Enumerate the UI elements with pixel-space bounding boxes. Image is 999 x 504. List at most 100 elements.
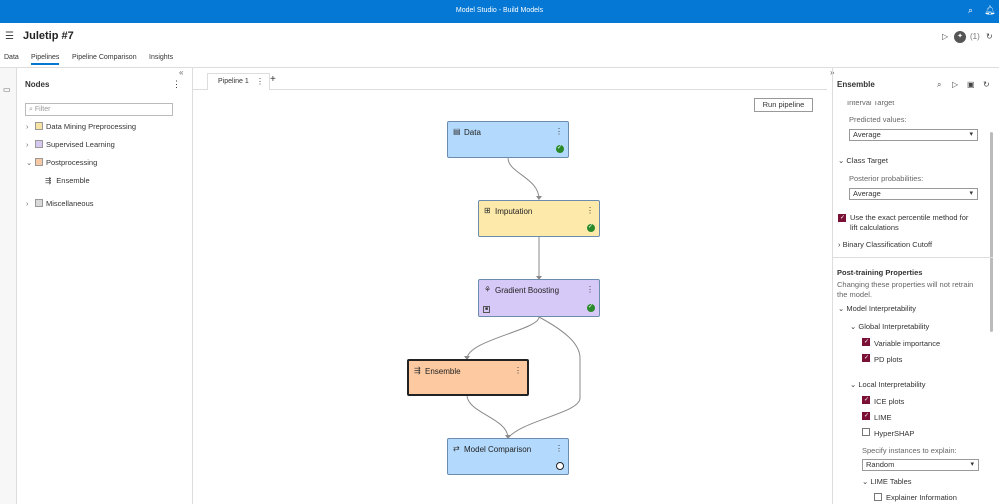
main-tabs: Data Pipelines Pipeline Comparison Insig… [0,51,999,68]
tab-menu-icon[interactable]: ⋮ [256,77,264,86]
category-swatch [35,199,43,207]
predicted-values-select[interactable]: Average [849,129,978,141]
pipeline-canvas[interactable]: Pipeline 1 ⋮ + Run pipeline ▤ Data ⋮ ⊞ I… [193,68,827,504]
app-title: Model Studio - Build Models [455,7,544,14]
post-training-note-1: Changing these properties will not retra… [837,280,974,289]
filter-input[interactable]: ⌕ Filter [25,103,173,116]
local-interp-toggle[interactable]: ⌄ Local Interpretability [850,380,926,389]
chevron-down-icon: ⌄ [838,156,845,165]
pipeline-node-data[interactable]: ▤ Data ⋮ [447,121,569,158]
node-label: Data [464,128,481,137]
explainer-info-label: Explainer Information [886,493,957,502]
node-category-supervised[interactable]: › Supervised Learning [26,140,115,149]
node-menu-icon[interactable]: ⋮ [586,285,594,294]
refresh-icon[interactable]: ↻ [986,32,993,41]
lime-tables-label: LIME Tables [870,477,912,486]
nodes-menu-icon[interactable]: ⋮ [172,79,181,89]
tab-insights[interactable]: Insights [149,54,174,61]
users-icon[interactable]: ✦ [954,31,966,43]
post-training-title: Post-training Properties [837,268,923,277]
posterior-select[interactable]: Average [849,188,978,200]
chevron-right-icon: › [26,199,29,208]
properties-scrollbar[interactable] [990,132,993,332]
node-label: Imputation [495,207,533,216]
ice-plots-label: ICE plots [874,397,905,406]
tab-data[interactable]: Data [4,54,19,61]
pipeline-node-imputation[interactable]: ⊞ Imputation ⋮ [478,200,600,237]
instances-select[interactable]: Random [862,459,979,471]
data-icon: ▤ [453,127,461,136]
queue-count: (1) [970,32,980,41]
add-pipeline-icon[interactable]: + [270,74,276,85]
tab-pipeline-comparison[interactable]: Pipeline Comparison [72,54,137,61]
tab-pipeline-1[interactable]: Pipeline 1 ⋮ [207,73,270,90]
lime-tables-toggle[interactable]: ⌄ LIME Tables [862,477,912,486]
save-icon[interactable]: ▣ [967,80,975,89]
refresh-icon[interactable]: ↻ [983,80,990,89]
global-interp-label: Global Interpretability [858,322,930,331]
collapse-left-icon[interactable]: « [179,68,184,77]
chevron-right-icon: › [26,140,29,149]
model-comparison-icon: ⇄ [453,444,460,453]
lime-label: LIME [874,413,892,422]
status-pending-icon [556,462,564,470]
percentile-label-2: lift calculations [850,223,899,232]
global-interp-toggle[interactable]: ⌄ Global Interpretability [850,322,929,331]
node-menu-icon[interactable]: ⋮ [555,127,563,136]
model-interp-label: Model Interpretability [846,304,917,313]
pipeline-node-gradient-boosting[interactable]: ⚘ Gradient Boosting ⋮ ■ [478,279,600,317]
link-data-imputation [507,157,540,200]
tab-pipelines[interactable]: Pipelines [31,54,60,65]
ice-plots-checkbox[interactable] [862,396,870,404]
node-category-data-mining[interactable]: ›Data Mining Preprocessing [26,122,136,131]
node-menu-icon[interactable]: ⋮ [586,206,594,215]
hypershap-checkbox[interactable] [862,428,870,436]
nodes-panel-icon[interactable]: ▭ [3,85,11,94]
model-indicator-icon: ■ [483,306,490,313]
link-gb-ensemble [466,316,540,360]
node-item-ensemble[interactable]: ⇶Ensemble [45,176,90,185]
run-icon[interactable]: ▷ [942,32,949,41]
run-node-icon[interactable]: ▷ [952,80,959,89]
category-label: Supervised Learning [46,140,115,149]
ensemble-icon: ⇶ [45,176,52,185]
percentile-checkbox[interactable] [838,214,846,222]
search-icon[interactable]: ⌕ [968,5,974,15]
post-training-note-2: the model. [837,290,873,299]
pipeline-node-model-comparison[interactable]: ⇄ Model Comparison ⋮ [447,438,569,475]
search-icon[interactable]: ⌕ [937,80,942,89]
variable-importance-label: Variable importance [874,339,941,348]
pd-plots-label: PD plots [874,355,903,364]
node-label: Gradient Boosting [495,286,560,295]
node-category-misc[interactable]: › Miscellaneous [26,199,94,208]
category-label: Data Mining Preprocessing [46,122,137,131]
node-menu-icon[interactable]: ⋮ [555,444,563,453]
menu-icon[interactable]: ☰ [5,31,14,42]
notifications-icon[interactable]: 🔔︎ [984,5,996,15]
project-bar: ☰ Juletip #7 ▷ ✦ (1) ↻ [0,23,999,51]
node-category-postprocessing[interactable]: ⌄Postprocessing [26,158,97,167]
class-target-label: Class Target [846,156,888,165]
pipeline-node-ensemble[interactable]: ⇶ Ensemble ⋮ [407,359,529,396]
filter-placeholder: Filter [34,106,51,113]
predicted-values-label: Predicted values: [849,115,907,124]
status-complete-icon [556,144,564,153]
project-title: Juletip #7 [23,30,74,42]
model-interp-toggle[interactable]: ⌄ Model Interpretability [838,304,916,313]
binary-cutoff-toggle[interactable]: › Binary Classification Cutoff [838,240,932,249]
app-header: Model Studio - Build Models ⌕ 🔔︎ [0,0,999,23]
class-target-toggle[interactable]: ⌄ Class Target [838,156,888,165]
category-label: Miscellaneous [46,199,94,208]
instances-label: Specify instances to explain: [862,446,957,455]
ensemble-icon: ⇶ [414,366,421,375]
chevron-down-icon: ⌄ [838,304,845,313]
pd-plots-checkbox[interactable] [862,354,870,362]
lime-checkbox[interactable] [862,412,870,420]
node-label: Model Comparison [464,445,532,454]
run-pipeline-button[interactable]: Run pipeline [754,98,813,112]
status-complete-icon [587,303,595,312]
variable-importance-checkbox[interactable] [862,338,870,346]
category-swatch [35,122,43,130]
explainer-info-checkbox[interactable] [874,493,882,501]
node-menu-icon[interactable]: ⋮ [514,366,522,375]
